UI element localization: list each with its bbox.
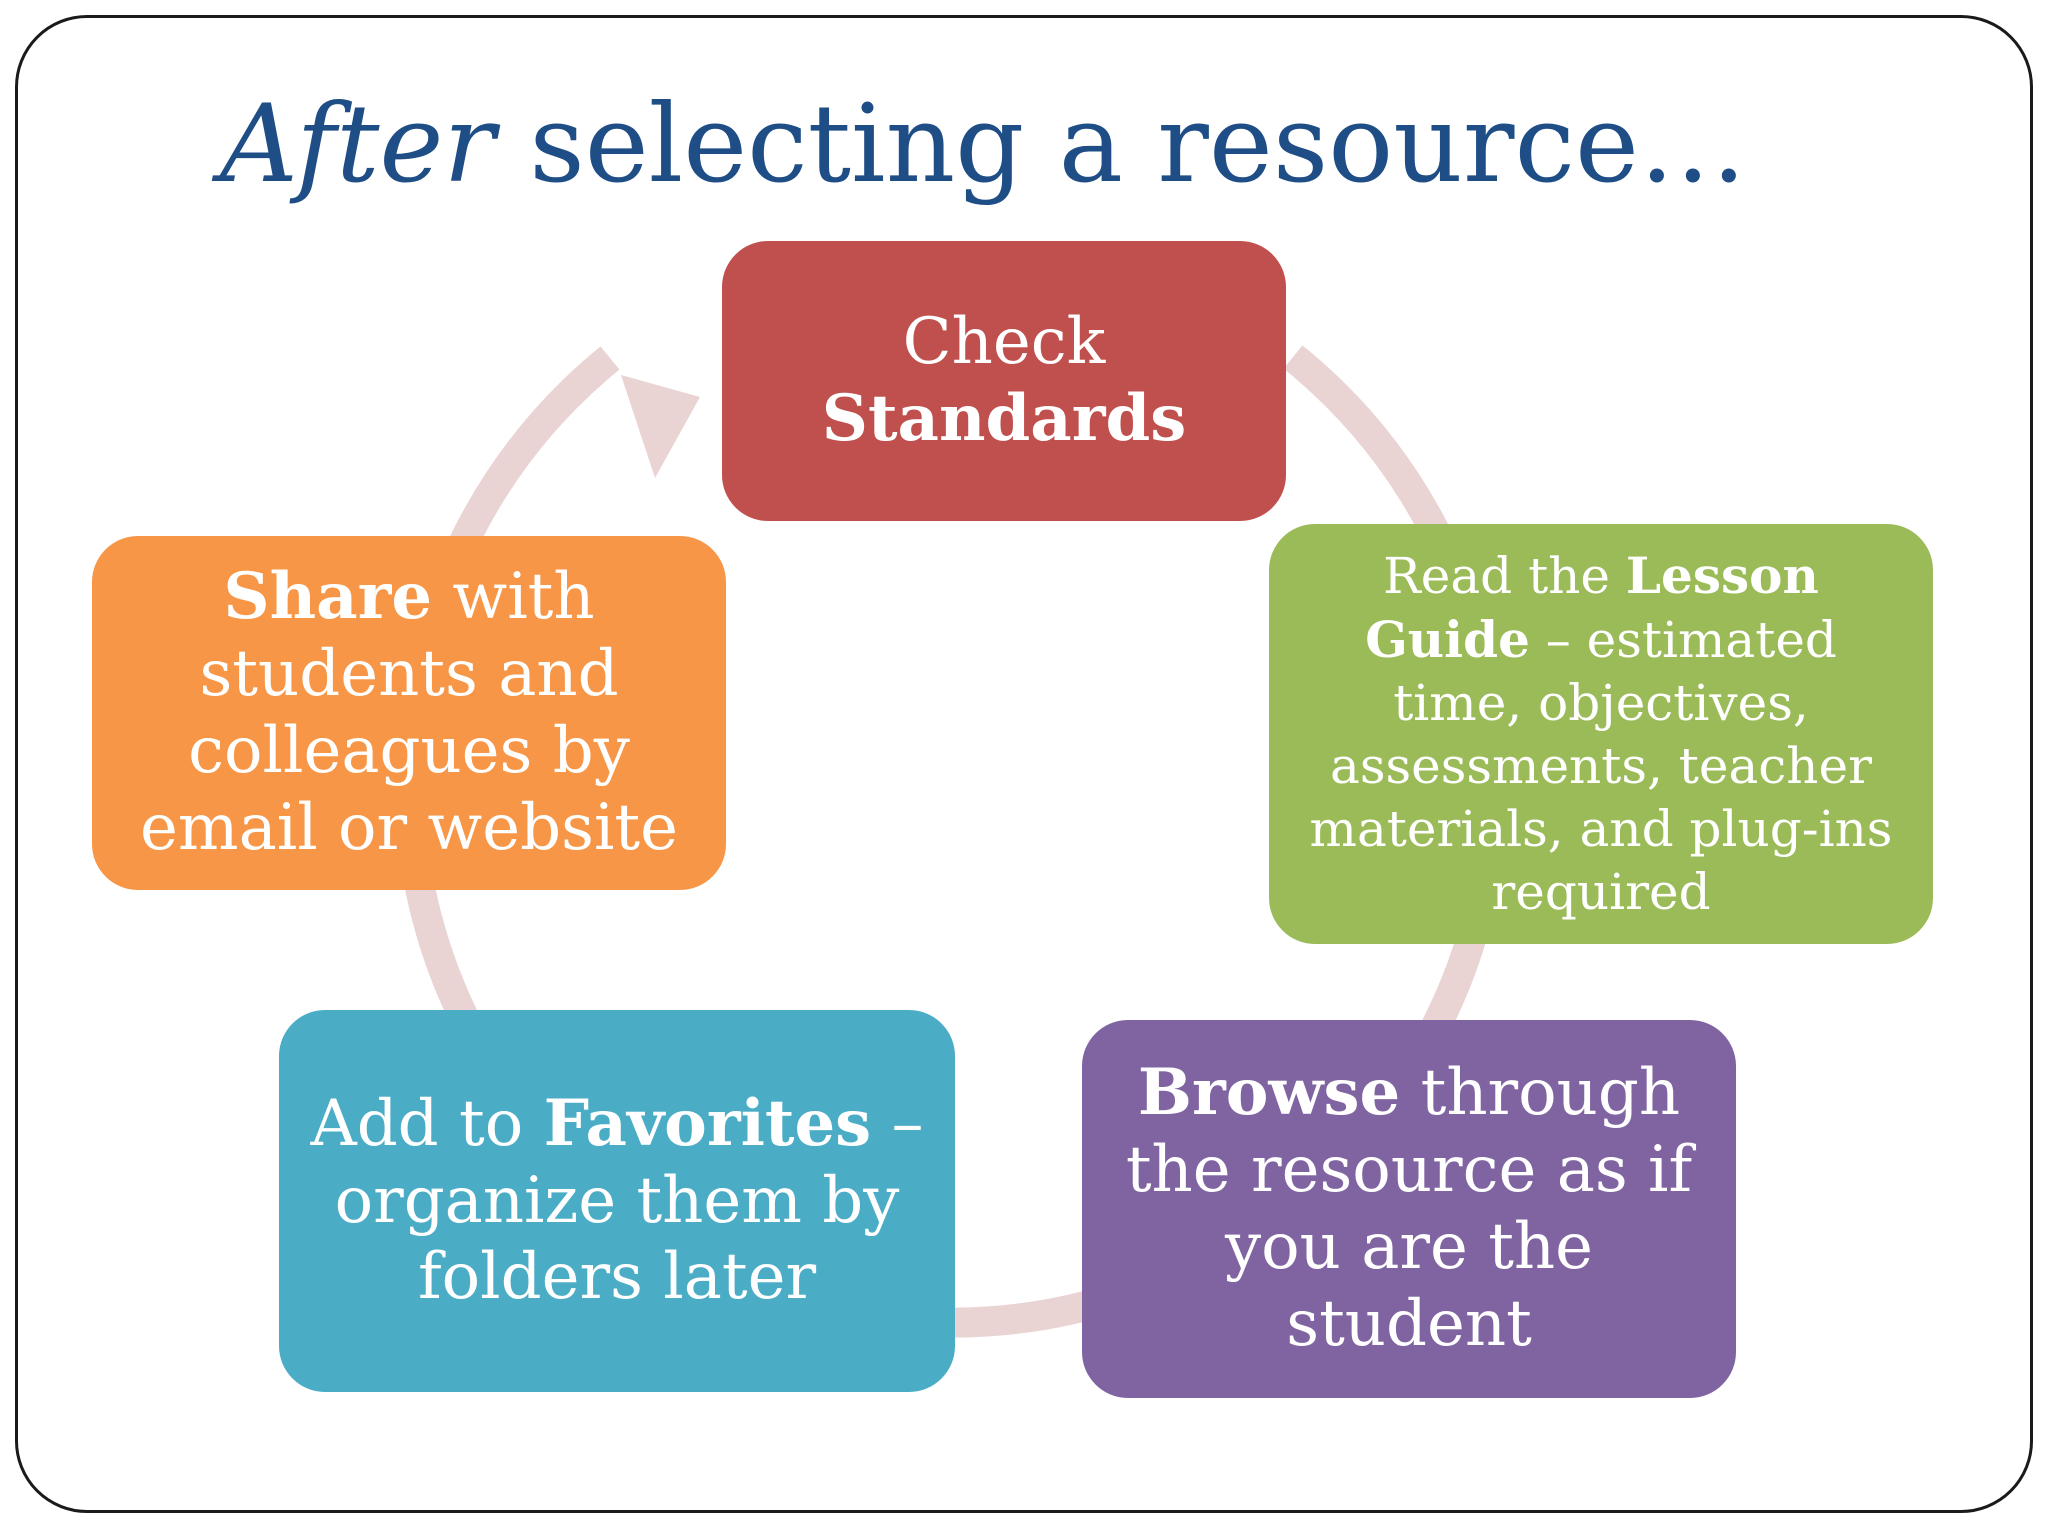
step-browse-resource: Browse through the resource as if you ar… [1082,1020,1736,1398]
lesson-prefix: Read the [1383,547,1626,605]
cycle-arrow-head [621,375,700,478]
check-bold: Standards [821,381,1187,456]
step-add-to-favorites: Add to Favorites – organize them by fold… [279,1010,955,1392]
favorites-bold: Favorites [543,1085,872,1161]
check-line1: Check [902,305,1106,380]
browse-rest: through the resource as if you are the s… [1125,1056,1693,1361]
slide-title: After selecting a resource… [220,80,1747,210]
share-rest: with students and colleagues by email or… [140,560,678,865]
share-bold: Share [223,559,433,635]
favorites-rest: – organize them by folders later [334,1086,924,1315]
lesson-rest: – estimated time, objectives, assessment… [1309,611,1893,921]
step-check-standards: Check Standards [722,241,1286,521]
lesson-bold: Lesson Guide [1365,546,1819,669]
title-rest: selecting a resource… [495,82,1747,207]
favorites-prefix: Add to [310,1086,544,1161]
step-share: Share with students and colleagues by em… [92,536,726,890]
title-emphasis: After [220,82,496,207]
step-read-lesson-guide: Read the Lesson Guide – estimated time, … [1269,524,1933,944]
browse-bold: Browse [1137,1055,1401,1131]
